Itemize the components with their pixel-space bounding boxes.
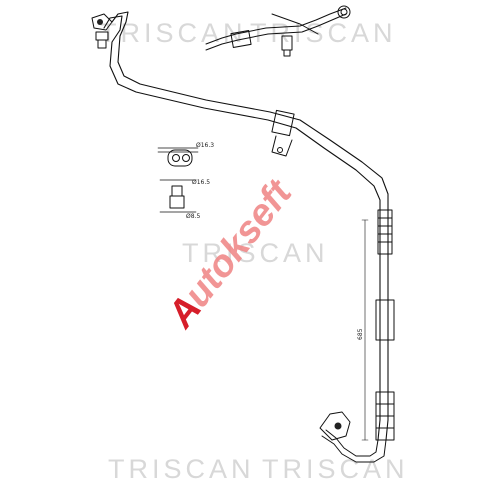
mounting-bracket bbox=[271, 109, 295, 157]
dim-lower: Ø8.5 bbox=[186, 213, 200, 220]
section-detail: Ø16.3 Ø16.5 Ø8.5 bbox=[157, 142, 214, 220]
top-left-fitting bbox=[91, 13, 113, 49]
dim-length: 685 bbox=[357, 328, 364, 340]
watermark-middle: TRISCAN bbox=[182, 238, 329, 268]
top-right-branch bbox=[205, 5, 351, 57]
watermark-bottom-right: TRISCAN bbox=[262, 454, 409, 484]
bottom-fitting bbox=[319, 411, 387, 463]
hose-line bbox=[103, 11, 389, 441]
hose-ribbed-section: 685 bbox=[357, 209, 395, 441]
dim-upper-b: Ø16.5 bbox=[192, 179, 210, 186]
watermark-bottom-left: TRISCAN bbox=[108, 454, 255, 484]
dim-upper-a: Ø16.3 bbox=[196, 142, 214, 149]
watermark-top-left: TRISCAN bbox=[100, 18, 247, 48]
watermark-top-right: TRISCAN bbox=[250, 18, 397, 48]
